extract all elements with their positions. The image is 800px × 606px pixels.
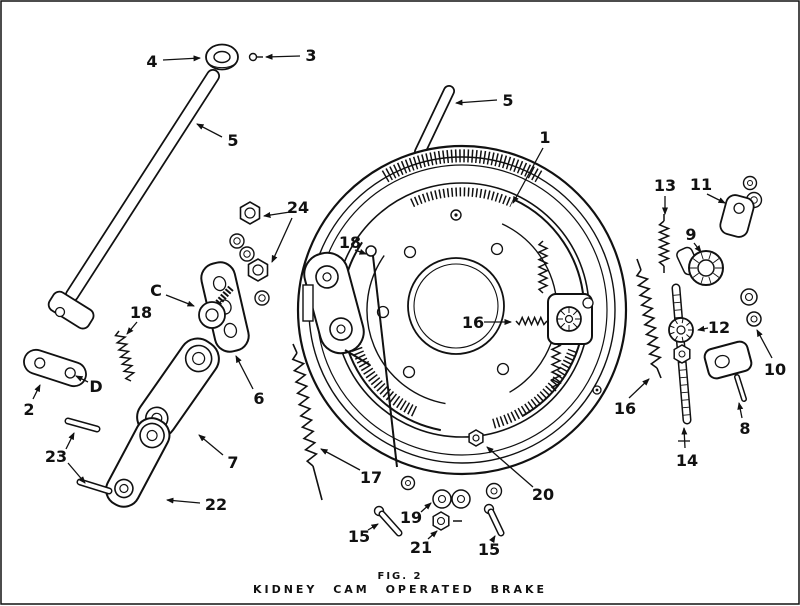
callout-15-right: 15 [478, 540, 500, 559]
callout-7: 7 [227, 453, 238, 472]
pin-15-right [483, 503, 505, 537]
brake-drum-assembly [296, 144, 628, 476]
castle-nut-4 [205, 43, 239, 71]
figure-number: FIG. 2 [378, 571, 423, 582]
spring-17 [291, 343, 323, 501]
callout-18-inner: 18 [339, 233, 361, 252]
holddown-bolt-20 [468, 429, 484, 447]
bearing-9 [676, 246, 724, 286]
hub-bore [407, 257, 505, 355]
plate-11 [719, 175, 763, 238]
callout-15-left: 15 [348, 527, 370, 546]
adjuster-spring-16 [515, 315, 548, 327]
spring-18-left [114, 330, 136, 382]
pin-C [198, 285, 234, 329]
bracket-8 [703, 340, 753, 402]
adjuster-unit [515, 293, 594, 345]
callout-10: 10 [764, 360, 786, 379]
adjuster-shaft-12-14 [668, 283, 694, 425]
callout-17: 17 [360, 468, 382, 487]
link-plate-2 [23, 348, 87, 388]
lever-22 [105, 417, 171, 508]
callout-11: 11 [690, 175, 712, 194]
camshaft-rod [47, 69, 220, 330]
figure-title: KIDNEY CAM OPERATED BRAKE [253, 583, 547, 596]
figure-caption: FIG. 2 KIDNEY CAM OPERATED BRAKE [253, 571, 547, 596]
callout-22: 22 [205, 495, 227, 514]
callout-9: 9 [685, 225, 696, 244]
callout-5b: 5 [502, 91, 513, 110]
callout-20: 20 [532, 485, 554, 504]
callout-19: 19 [400, 508, 422, 527]
spring-16-outer [635, 258, 663, 379]
fasteners-24 [229, 201, 270, 306]
spring-13 [657, 214, 671, 273]
leader-lines [32, 53, 773, 544]
callout-8: 8 [739, 419, 750, 438]
callout-12: 12 [708, 318, 730, 337]
callout-2: 2 [23, 400, 34, 419]
bracket-6 [200, 261, 250, 353]
callout-18-left: 18 [130, 303, 152, 322]
bolt-3 [248, 52, 263, 62]
callout-23: 23 [45, 447, 67, 466]
callout-6: 6 [253, 389, 264, 408]
pins-23 [64, 417, 113, 495]
shoe-spring-upper [537, 240, 549, 294]
callout-3: 3 [305, 46, 316, 65]
callout-4: 4 [146, 52, 157, 71]
callout-16-outer: 16 [614, 399, 636, 418]
callout-14: 14 [676, 451, 698, 470]
callout-16-inner: 16 [462, 313, 484, 332]
callout-5a: 5 [227, 131, 238, 150]
callout-24: 24 [287, 198, 309, 217]
callout-13: 13 [654, 176, 676, 195]
washer-above-pin [400, 475, 416, 491]
washer-near-15-right [485, 482, 503, 500]
nut-21 [432, 511, 462, 531]
pin-15-left [373, 505, 403, 537]
callout-labels: 4 3 5 5 1 24 18 13 11 9 C 18 16 12 10 D … [23, 46, 786, 559]
washers-19 [432, 489, 471, 509]
callout-21: 21 [410, 538, 432, 557]
washers-10 [740, 288, 762, 327]
callout-C: C [150, 281, 162, 300]
callout-D: D [89, 377, 102, 396]
anchor-pin-rod [414, 85, 455, 158]
kidney-cam-housing [302, 251, 371, 366]
shoe-spring-lower [550, 337, 562, 392]
callout-1: 1 [539, 128, 550, 147]
